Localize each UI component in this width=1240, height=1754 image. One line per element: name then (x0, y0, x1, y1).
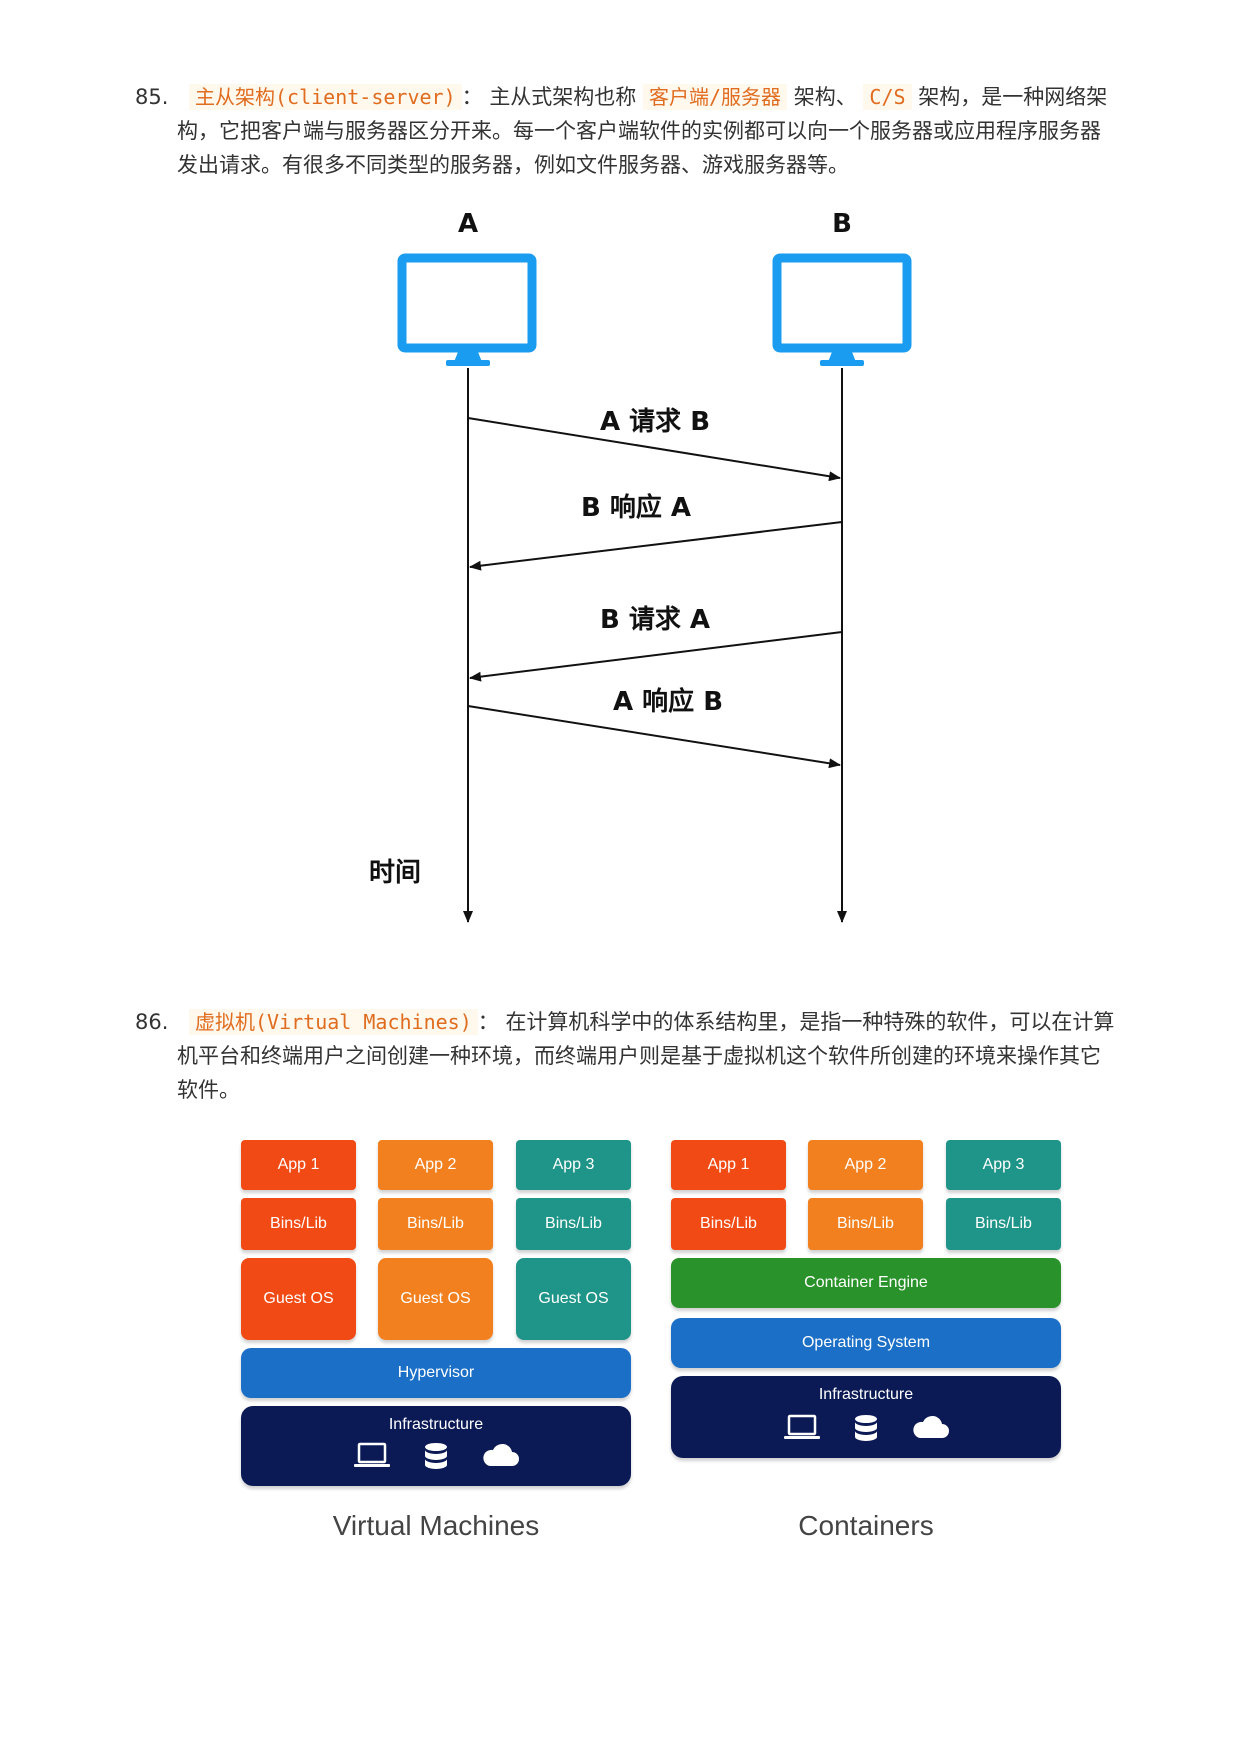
node-b-label: B (832, 209, 852, 239)
hypervisor-block: Hypervisor (241, 1348, 631, 1398)
message-arrow (469, 521, 843, 571)
colon: ： (461, 85, 483, 109)
colon: ： (477, 1010, 499, 1034)
vm-bins-block: Bins/Lib (241, 1198, 356, 1250)
infrastructure-label: Infrastructure (818, 1386, 914, 1403)
cloud-icon (483, 1443, 519, 1466)
entry-text: 主从式架构也称 (489, 85, 637, 109)
entry-85: 85. 主从架构(client-server)： 主从式架构也称 客户端/服务器… (135, 80, 1115, 182)
term-highlight: 客户端/服务器 (643, 84, 788, 110)
message-arrow (467, 705, 841, 769)
vm-caption: Virtual Machines (332, 1510, 540, 1541)
vm-guest-os-block: Guest OS (378, 1258, 493, 1340)
term-highlight: 主从架构(client-server) (189, 84, 462, 110)
infrastructure-label: Infrastructure (388, 1416, 484, 1433)
term-highlight: C/S (863, 84, 912, 110)
cloud-icon (913, 1415, 949, 1438)
message-arrow (469, 631, 843, 682)
container-bins-block: Bins/Lib (808, 1198, 923, 1250)
vm-app-block: App 3 (516, 1140, 631, 1190)
monitor-icon (772, 253, 912, 366)
vm-stack-diagram: App 1 App 2 App 3 Bins/Lib Bins/Lib Bins… (241, 1140, 631, 1490)
monitor-icon (397, 253, 537, 366)
entry-86: 86. 虚拟机(Virtual Machines)： 在计算机科学中的体系结构里… (135, 1005, 1115, 1107)
container-app-block: App 3 (946, 1140, 1061, 1190)
container-app-block: App 2 (808, 1140, 923, 1190)
entry-body: 虚拟机(Virtual Machines)： 在计算机科学中的体系结构里，是指一… (177, 1005, 1115, 1107)
entry-text: 在计算机科学中的体系结构里，是指一种特殊的软件，可以在计算机平台和终端用户之间创… (177, 1010, 1115, 1102)
entry-body: 主从架构(client-server)： 主从式架构也称 客户端/服务器 架构、… (177, 80, 1115, 182)
message-arrow (467, 417, 841, 482)
node-a-label: A (458, 209, 478, 239)
vm-app-block: App 2 (378, 1140, 493, 1190)
message-label: A 响应 B (613, 686, 723, 717)
operating-system-block: Operating System (671, 1318, 1061, 1368)
container-engine-block: Container Engine (671, 1258, 1061, 1308)
vm-bins-block: Bins/Lib (378, 1198, 493, 1250)
container-infrastructure-block: Infrastructure (671, 1376, 1061, 1458)
vm-guest-os-block: Guest OS (516, 1258, 631, 1340)
term-highlight: 虚拟机(Virtual Machines) (189, 1009, 478, 1035)
container-app-block: App 1 (671, 1140, 786, 1190)
message-label: A 请求 B (600, 407, 710, 437)
message-label: B 响应 A (581, 492, 691, 523)
vm-app-block: App 1 (241, 1140, 356, 1190)
entry-text: 架构，是一种网络架构，它把客户端与服务器区分开来。每一个客户端软件的实例都可以向… (177, 85, 1108, 177)
vm-infrastructure-block: Infrastructure (241, 1406, 631, 1486)
entry-number: 86. (135, 1010, 169, 1034)
container-bins-block: Bins/Lib (671, 1198, 786, 1250)
laptop-icon (354, 1442, 390, 1467)
containers-caption: Containers (798, 1510, 934, 1541)
entry-number: 85. (135, 85, 169, 109)
database-icon (855, 1415, 877, 1441)
entry-text: 架构、 (793, 85, 857, 109)
message-label: B 请求 A (600, 605, 710, 635)
container-stack-diagram: App 1 App 2 App 3 Bins/Lib Bins/Lib Bins… (671, 1140, 1061, 1470)
sequence-diagram: A B A 请求 B B 响应 A B 请求 A A 响应 B 时间 (369, 209, 912, 923)
database-icon (425, 1443, 447, 1469)
laptop-icon (784, 1414, 820, 1439)
vm-bins-block: Bins/Lib (516, 1198, 631, 1250)
vm-guest-os-block: Guest OS (241, 1258, 356, 1340)
container-bins-block: Bins/Lib (946, 1198, 1061, 1250)
time-axis-label: 时间 (369, 858, 421, 888)
